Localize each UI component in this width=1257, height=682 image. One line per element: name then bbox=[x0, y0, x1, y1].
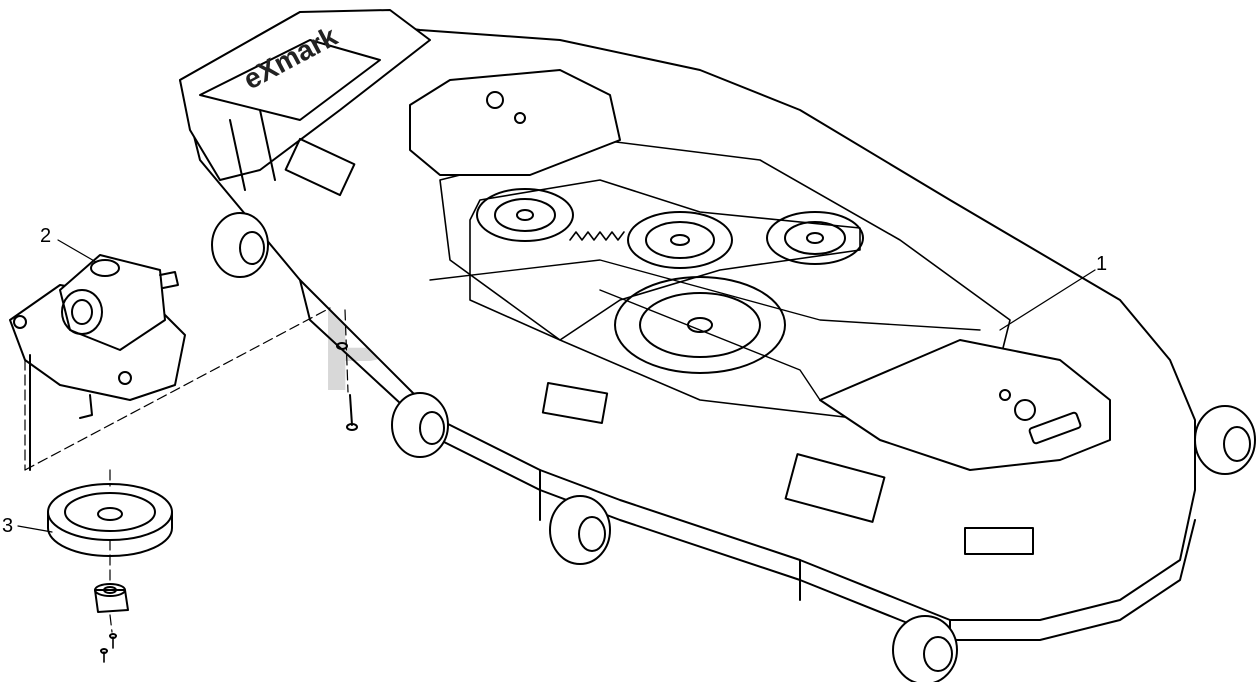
spindle-cover-right bbox=[819, 339, 1111, 471]
caster-wheel-5 bbox=[1194, 405, 1256, 475]
assembly-lines bbox=[24, 307, 349, 633]
caster-wheel-3 bbox=[549, 495, 611, 565]
deck-bolt bbox=[336, 342, 358, 431]
callout-1: 1 bbox=[1096, 253, 1107, 275]
center-clutch-pulley bbox=[614, 276, 786, 374]
caster-wheel-1 bbox=[211, 212, 269, 278]
callout-2: 2 bbox=[40, 225, 51, 247]
idler-spring bbox=[569, 231, 625, 241]
deck-pulley-3 bbox=[766, 211, 864, 265]
leader-line-2 bbox=[57, 239, 97, 263]
caster-wheel-4 bbox=[892, 615, 958, 682]
warning-decal-2 bbox=[541, 382, 609, 424]
tapered-bushing bbox=[94, 583, 129, 613]
drive-pulley bbox=[47, 483, 173, 557]
leader-line-1 bbox=[999, 269, 1096, 331]
callout-3: 3 bbox=[2, 515, 13, 537]
warning-decal-3 bbox=[964, 527, 1034, 555]
set-screws bbox=[100, 633, 117, 663]
spindle-cover-left bbox=[409, 69, 621, 176]
deck-pulley-2 bbox=[627, 211, 733, 269]
drive-belt bbox=[469, 179, 861, 341]
deck-pulley-1 bbox=[476, 188, 574, 242]
warning-decal-1 bbox=[284, 137, 356, 197]
discharge-chute bbox=[179, 9, 431, 191]
gearbox-assembly bbox=[9, 254, 186, 471]
leader-line-3 bbox=[17, 525, 53, 533]
caster-wheel-2 bbox=[391, 392, 449, 458]
height-adjust-plate bbox=[784, 453, 886, 523]
